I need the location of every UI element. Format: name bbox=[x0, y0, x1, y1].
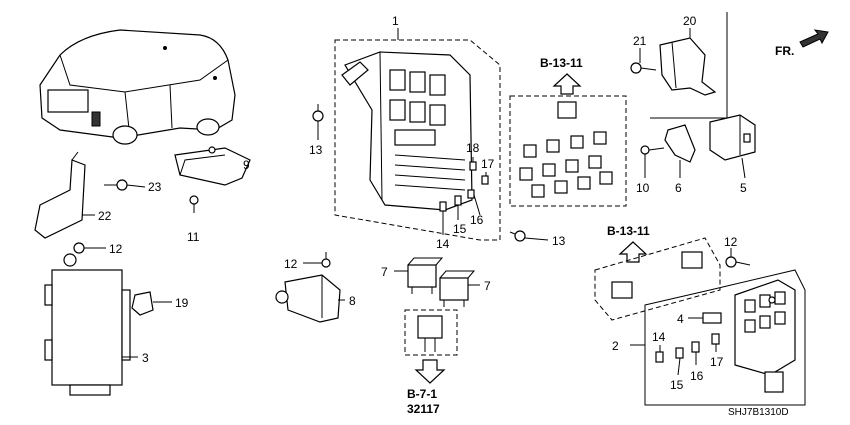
part-6-bracket[interactable] bbox=[664, 124, 696, 163]
callout-12-left: 12 bbox=[109, 242, 123, 256]
part-8-sensor[interactable] bbox=[275, 274, 341, 323]
part-23-bolt[interactable] bbox=[104, 179, 128, 191]
callout-13-top: 13 bbox=[309, 143, 323, 157]
ref-right-middle[interactable]: B-13-11 bbox=[607, 224, 650, 238]
part-3-control-unit[interactable] bbox=[44, 253, 131, 396]
relay-group-top[interactable] bbox=[519, 101, 613, 198]
part-7-relay-right[interactable] bbox=[439, 270, 476, 307]
callout-14-center: 14 bbox=[436, 237, 450, 251]
callout-8: 8 bbox=[349, 294, 356, 308]
callout-15-right: 15 bbox=[670, 378, 684, 392]
part-12-bolt-center[interactable] bbox=[321, 252, 331, 268]
callout-16-right: 16 bbox=[690, 369, 704, 383]
part-21-bolt[interactable] bbox=[630, 62, 657, 74]
fuse-17-right[interactable] bbox=[711, 333, 720, 345]
ref-bottom-center-sub[interactable]: 32117 bbox=[407, 402, 440, 416]
callout-6: 6 bbox=[675, 181, 682, 195]
callout-17-right: 17 bbox=[710, 355, 724, 369]
callout-12-right: 12 bbox=[724, 235, 738, 249]
arrow-up-icon-right bbox=[618, 241, 648, 263]
callout-16-center: 16 bbox=[470, 213, 484, 227]
callout-17-center: 17 bbox=[481, 157, 495, 171]
fuse-17[interactable] bbox=[481, 175, 489, 185]
arrow-down-icon bbox=[414, 359, 446, 384]
direction-indicator: FR. bbox=[775, 44, 794, 58]
fuse-14-right[interactable] bbox=[655, 351, 664, 363]
part-22-bracket[interactable] bbox=[34, 151, 86, 239]
relay-group-box-right bbox=[594, 237, 721, 321]
arrow-up-icon bbox=[552, 73, 582, 95]
fuse-15-right[interactable] bbox=[675, 347, 684, 359]
callout-9: 9 bbox=[243, 158, 250, 172]
part-11-bolt[interactable] bbox=[189, 195, 199, 213]
callout-1: 1 bbox=[392, 14, 399, 28]
front-arrow-icon bbox=[799, 29, 829, 48]
callout-18: 18 bbox=[466, 141, 480, 155]
ref-bottom-center[interactable]: B-7-1 bbox=[407, 387, 437, 401]
callout-22: 22 bbox=[98, 209, 112, 223]
part-12-bolt-right[interactable] bbox=[725, 256, 751, 268]
callout-23: 23 bbox=[148, 180, 162, 194]
callout-15-center: 15 bbox=[453, 222, 467, 236]
callout-7-left: 7 bbox=[381, 265, 388, 279]
fuse-16[interactable] bbox=[467, 189, 475, 199]
callout-4: 4 bbox=[677, 312, 684, 326]
ref-top-center[interactable]: B-13-11 bbox=[540, 56, 583, 70]
fuse-15[interactable] bbox=[454, 195, 462, 206]
part-5-box[interactable] bbox=[709, 114, 756, 161]
callout-10: 10 bbox=[636, 181, 650, 195]
connector-ref-box-bottom bbox=[404, 309, 458, 356]
fuse-14[interactable] bbox=[439, 201, 447, 212]
fuse-16-right[interactable] bbox=[691, 341, 700, 353]
fuse-18[interactable] bbox=[469, 161, 477, 171]
drawing-code: SHJ7B1310D bbox=[728, 407, 789, 418]
callout-14-right: 14 bbox=[652, 330, 666, 344]
callout-5: 5 bbox=[740, 181, 747, 195]
callout-3: 3 bbox=[142, 351, 149, 365]
callout-13-bottom: 13 bbox=[552, 234, 566, 248]
part-10-bolt[interactable] bbox=[640, 145, 665, 155]
callout-11: 11 bbox=[187, 230, 200, 244]
part-1-outline bbox=[334, 39, 501, 241]
part-13-bolt-bottom[interactable] bbox=[509, 230, 526, 242]
part-12-bolt-left[interactable] bbox=[73, 242, 85, 254]
connector-bottom[interactable] bbox=[417, 315, 443, 352]
part-1-fuse-box[interactable] bbox=[341, 51, 473, 211]
part-7-relay-left[interactable] bbox=[407, 257, 444, 294]
callout-21: 21 bbox=[633, 34, 647, 48]
part-2-outline bbox=[644, 269, 806, 406]
relay-group-box-top bbox=[509, 95, 627, 207]
part-4-clip[interactable] bbox=[702, 312, 722, 324]
relay-group-right[interactable] bbox=[611, 251, 703, 299]
part-13-bolt-top[interactable] bbox=[312, 104, 324, 122]
callout-7-right: 7 bbox=[484, 279, 491, 293]
callout-2: 2 bbox=[612, 339, 619, 353]
vehicle-illustration bbox=[39, 29, 236, 145]
callout-19: 19 bbox=[175, 296, 189, 310]
callout-20: 20 bbox=[683, 14, 697, 28]
part-9-module[interactable] bbox=[174, 146, 251, 186]
part-2-fuse-box[interactable] bbox=[734, 279, 796, 393]
part-20-cover[interactable] bbox=[659, 37, 717, 96]
callout-12-center: 12 bbox=[284, 257, 298, 271]
part-19-clip[interactable] bbox=[131, 291, 154, 316]
